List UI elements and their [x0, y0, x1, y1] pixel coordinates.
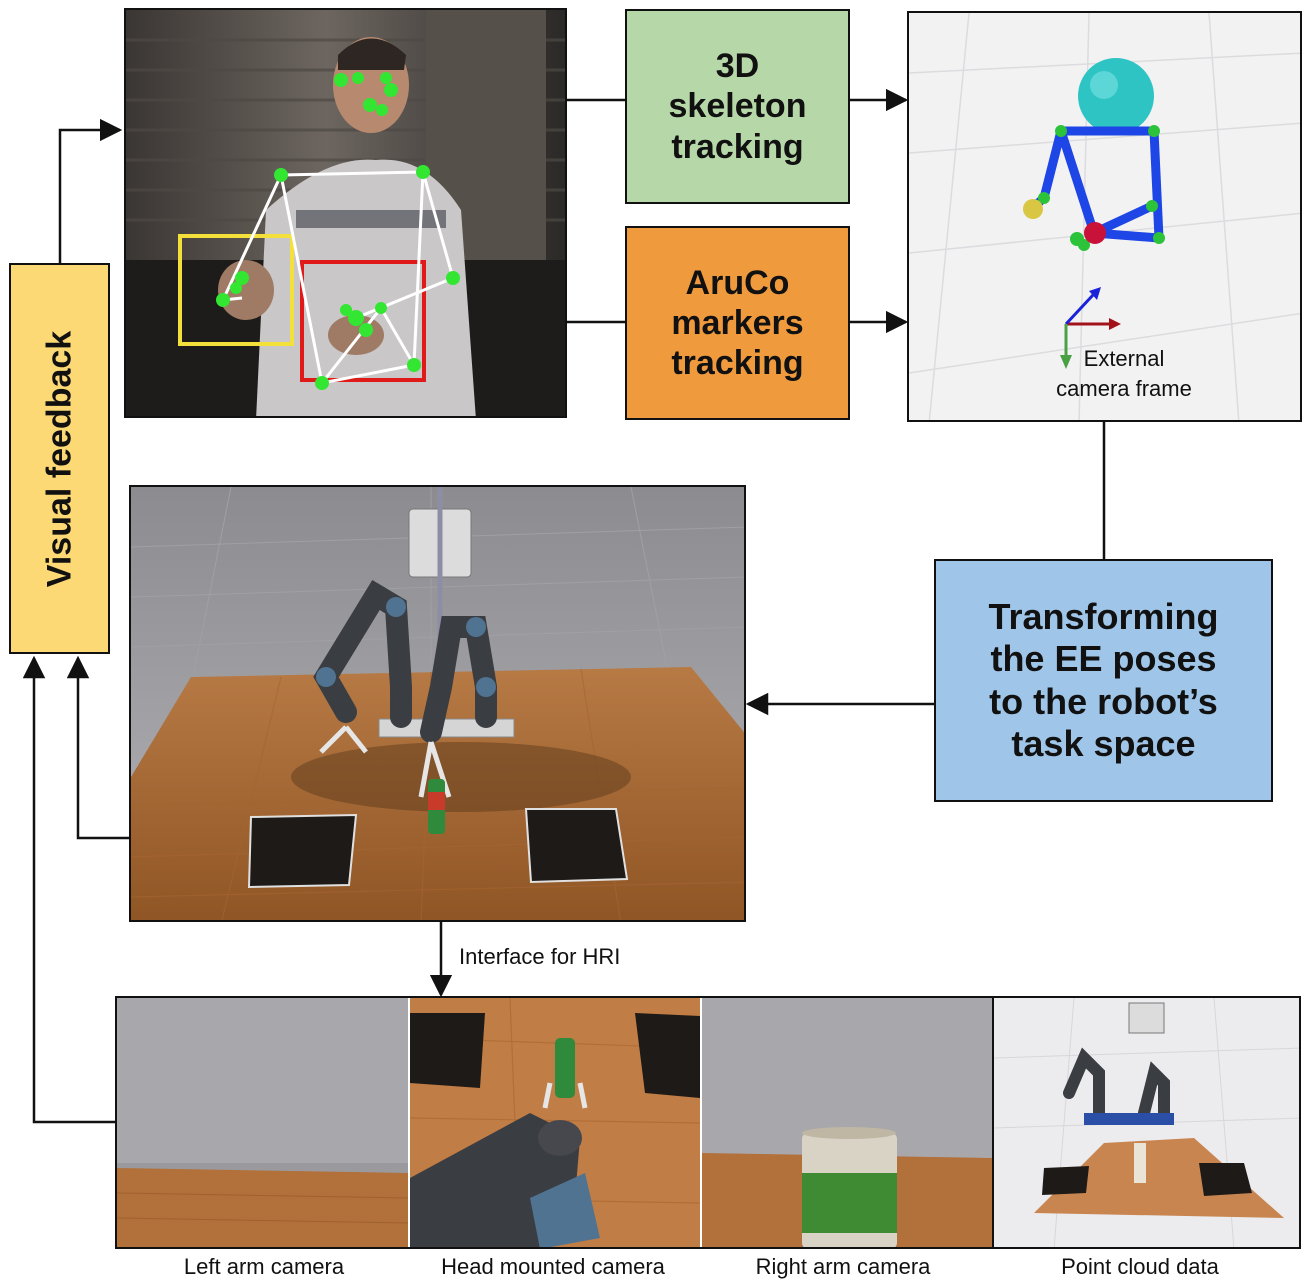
skeleton-line-2: skeleton	[668, 87, 807, 126]
skeleton-line-1: 3D	[715, 47, 760, 86]
frame-label-2: camera frame	[1056, 376, 1192, 401]
rviz-skeleton-view: External camera frame	[907, 11, 1302, 422]
aruco-line-2: markers	[671, 303, 804, 342]
left-arm-camera-caption: Left arm camera	[183, 1254, 345, 1279]
point-cloud-view	[992, 998, 1299, 1247]
head-mounted-camera-view	[408, 998, 701, 1247]
rviz-scene	[909, 13, 1300, 420]
transform-ee-box: Transforming the EE poses to the robot’s…	[934, 559, 1273, 802]
arrow-cameras-to-feedback	[22, 655, 116, 1124]
robot-simulation-view	[129, 485, 746, 922]
right-arm-camera-caption: Right arm camera	[755, 1254, 931, 1279]
transform-line-4: task space	[1011, 722, 1196, 764]
aruco-line-1: AruCo	[685, 263, 790, 302]
head-mounted-camera-caption: Head mounted camera	[441, 1254, 665, 1279]
frame-label-1: External	[1083, 346, 1165, 371]
robot-scene	[131, 487, 744, 920]
human-tracking-scene	[126, 10, 565, 416]
camera-strip	[115, 996, 1301, 1249]
transform-line-1: Transforming	[988, 595, 1219, 637]
transform-line-3: to the robot’s	[989, 680, 1218, 722]
skeleton-tracking-box: 3D skeleton tracking	[625, 9, 850, 204]
arrow-feedback-to-camera	[58, 118, 123, 263]
point-cloud-caption: Point cloud data	[1061, 1254, 1219, 1279]
interface-label: Interface for HRI	[459, 944, 621, 969]
skeleton-line-3: tracking	[671, 127, 804, 166]
visual-feedback-box: Visual feedback	[9, 263, 110, 654]
aruco-line-3: tracking	[671, 344, 804, 383]
transform-line-2: the EE poses	[990, 638, 1217, 680]
right-arm-camera-view	[700, 998, 992, 1247]
left-arm-camera-view	[117, 998, 409, 1247]
arrow-robot-to-feedback	[66, 655, 130, 840]
aruco-tracking-box: AruCo markers tracking	[625, 226, 850, 420]
visual-feedback-label: Visual feedback	[40, 330, 78, 587]
human-camera-image	[124, 8, 567, 418]
